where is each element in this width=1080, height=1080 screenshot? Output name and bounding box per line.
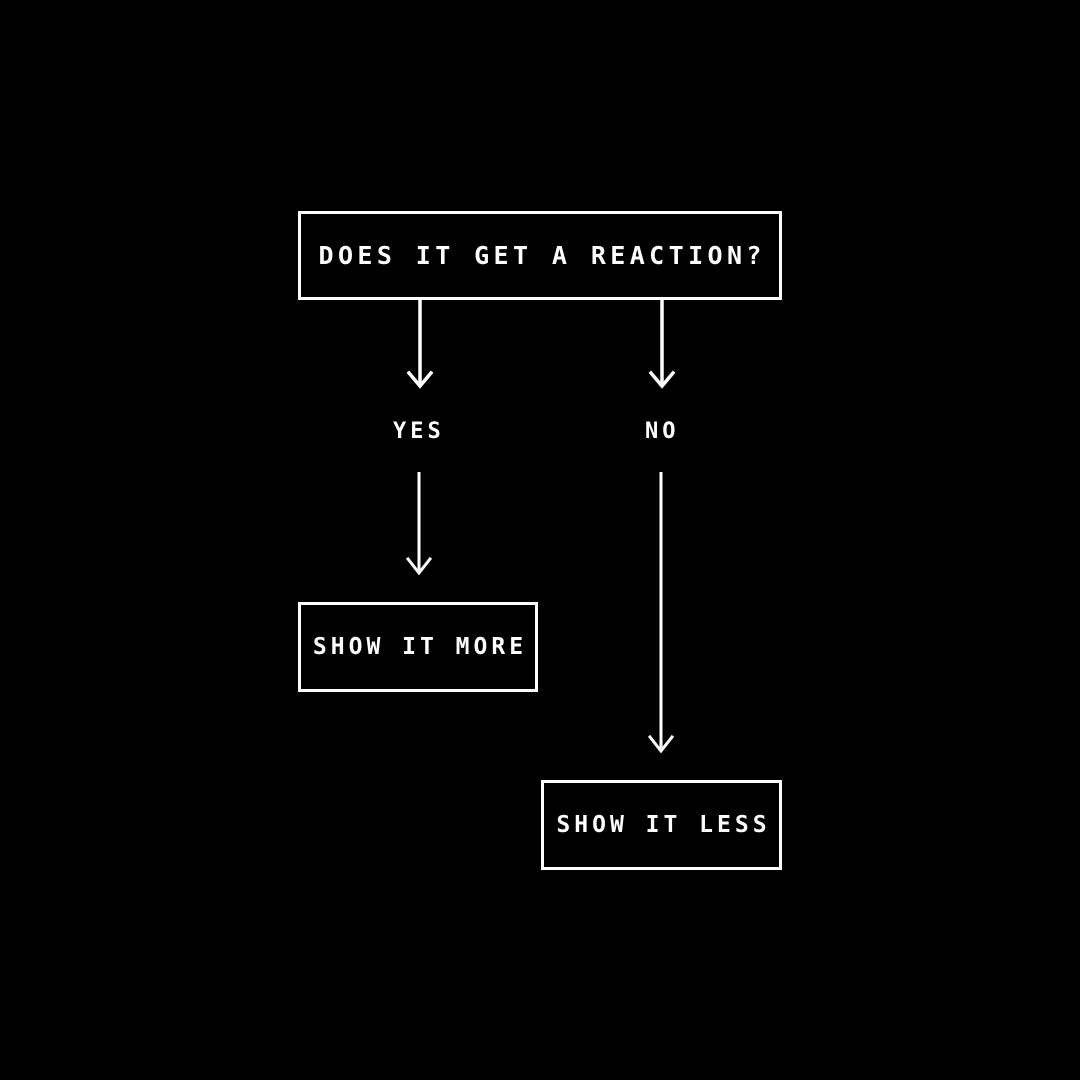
node-question-label: DOES IT GET A REACTION?	[318, 241, 766, 270]
edge-label-yes: YES	[393, 419, 445, 444]
edge-no-segment-bottom	[647, 472, 675, 754]
node-show-it-less[interactable]: SHOW IT LESS	[541, 780, 782, 870]
edge-label-no: NO	[645, 419, 680, 444]
node-show-it-less-label: SHOW IT LESS	[556, 811, 771, 838]
edge-yes-segment-top	[406, 300, 434, 389]
edge-yes-segment-bottom	[405, 472, 433, 576]
node-show-it-more[interactable]: SHOW IT MORE	[298, 602, 538, 692]
node-question[interactable]: DOES IT GET A REACTION?	[298, 211, 782, 300]
edge-no-segment-top	[648, 300, 676, 389]
node-show-it-more-label: SHOW IT MORE	[312, 633, 528, 660]
